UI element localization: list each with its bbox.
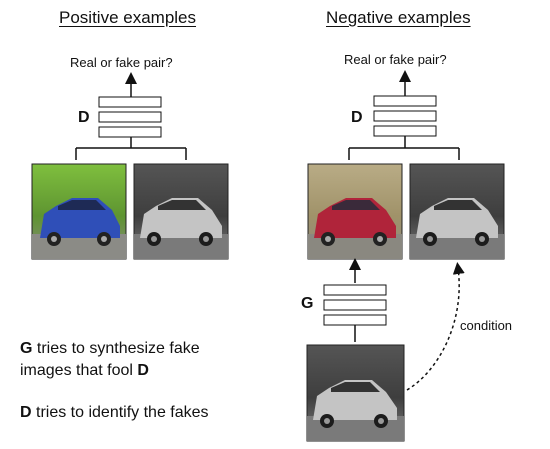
generator-description-d: D bbox=[137, 362, 149, 379]
discriminator-description-text: tries to identify the fakes bbox=[31, 404, 209, 421]
positive-discriminator-label: D bbox=[78, 109, 90, 126]
negative-discriminator bbox=[348, 70, 460, 160]
negative-fake-color-image bbox=[307, 163, 403, 260]
condition-arrow bbox=[406, 262, 465, 391]
discriminator-description-d: D bbox=[20, 404, 32, 421]
negative-real-gray-image bbox=[409, 163, 505, 260]
generator-description-g: G bbox=[20, 340, 33, 357]
positive-real-gray-image bbox=[133, 163, 229, 260]
generator-description: G tries to synthesize fake images that f… bbox=[20, 338, 200, 382]
generator bbox=[323, 258, 387, 342]
negative-input-gray-image bbox=[306, 344, 405, 442]
generator-description-text: tries to synthesize fake bbox=[32, 340, 200, 357]
negative-examples-heading: Negative examples bbox=[326, 8, 471, 27]
positive-question: Real or fake pair? bbox=[70, 55, 173, 70]
discriminator-description: D tries to identify the fakes bbox=[20, 402, 209, 424]
positive-real-color-image bbox=[31, 163, 127, 260]
generator-label: G bbox=[301, 295, 314, 312]
positive-examples-heading: Positive examples bbox=[59, 8, 197, 27]
negative-discriminator-label: D bbox=[351, 109, 363, 126]
generator-description-line2: images that fool bbox=[20, 362, 138, 379]
negative-question: Real or fake pair? bbox=[344, 52, 447, 67]
condition-label: condition bbox=[460, 318, 513, 333]
positive-discriminator bbox=[75, 72, 187, 160]
